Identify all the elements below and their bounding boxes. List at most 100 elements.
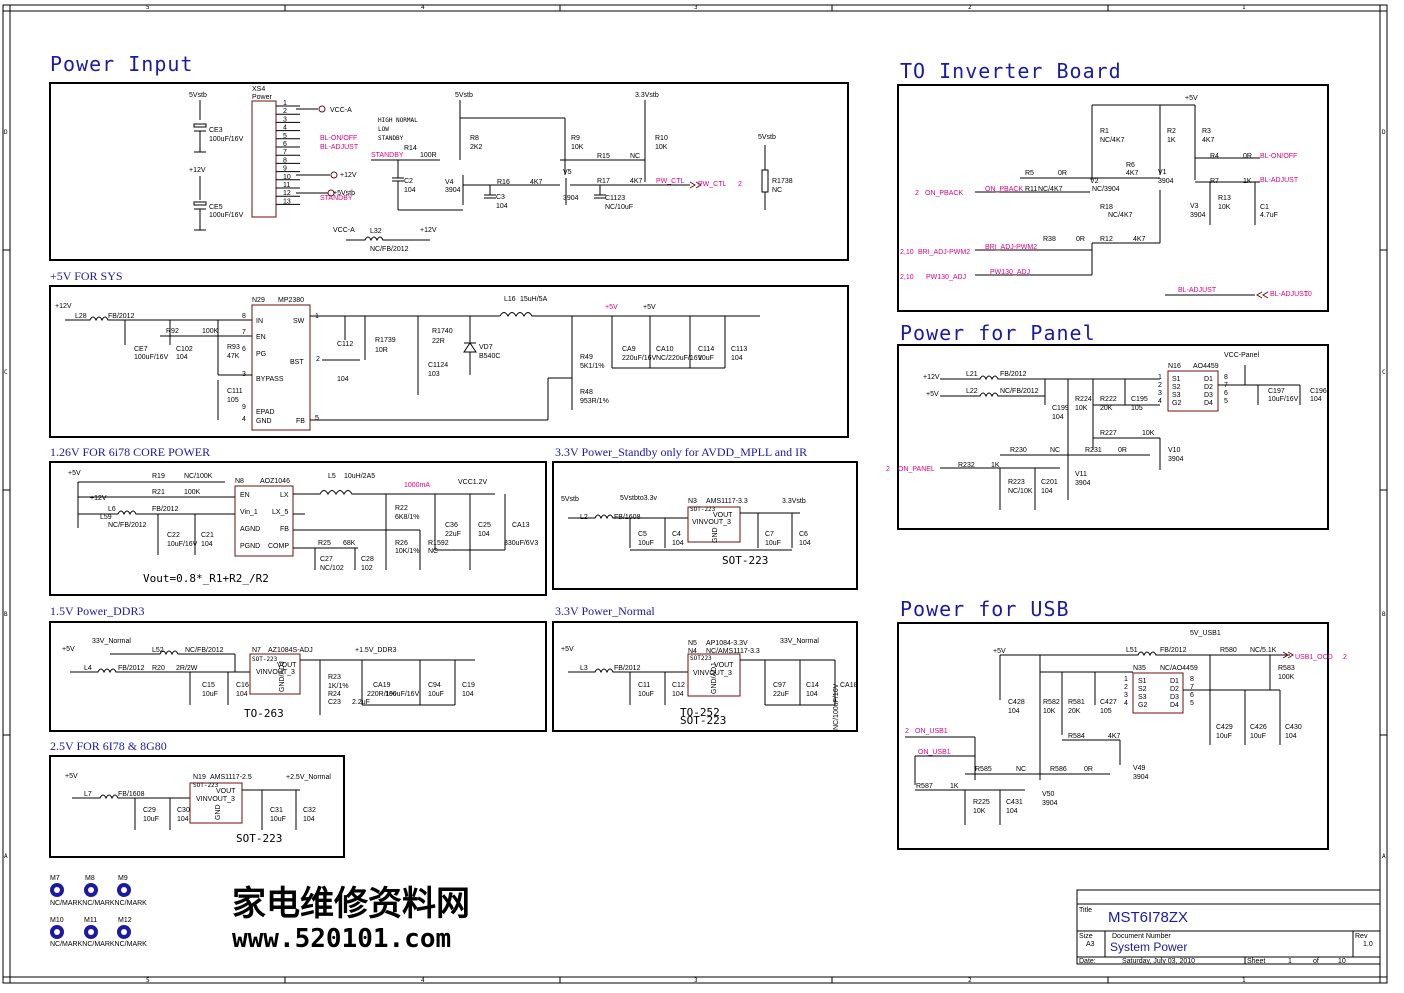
svg-text:330uF/6V3: 330uF/6V3 <box>504 540 538 547</box>
svg-text:2.2uF: 2.2uF <box>352 699 370 706</box>
svg-text:3: 3 <box>1158 390 1162 397</box>
svg-text:R20: R20 <box>152 665 165 672</box>
svg-text:20K: 20K <box>1100 405 1113 412</box>
connector-pin-number: 8 <box>283 157 287 164</box>
svg-text:BL-ADJUST: BL-ADJUST <box>320 144 359 151</box>
svg-text:R6: R6 <box>1126 162 1135 169</box>
svg-text:C4: C4 <box>672 531 681 538</box>
svg-text:SW: SW <box>293 318 305 325</box>
svg-text:M7: M7 <box>50 875 60 882</box>
svg-text:C431: C431 <box>1006 799 1023 806</box>
svg-text:100uF/16V: 100uF/16V <box>385 691 420 698</box>
svg-text:S3: S3 <box>1172 392 1181 399</box>
svg-text:8: 8 <box>1224 374 1228 381</box>
svg-text:R1739: R1739 <box>375 337 396 344</box>
section-title-core126: 1.26V FOR 6i78 CORE POWER <box>50 445 210 459</box>
svg-text:FB/2012: FB/2012 <box>108 313 135 320</box>
svg-text:C114: C114 <box>698 346 714 353</box>
svg-text:SOT-223: SOT-223 <box>690 506 716 513</box>
svg-text:953R/1%: 953R/1% <box>580 398 609 405</box>
svg-text:100K: 100K <box>184 489 201 496</box>
svg-text:3.3Vstb: 3.3Vstb <box>782 498 806 505</box>
svg-text:C32: C32 <box>303 807 316 814</box>
svg-text:R16: R16 <box>497 179 510 186</box>
svg-text:Sheet: Sheet <box>1247 958 1265 965</box>
section-title-ddr15: 1.5V Power_DDR3 <box>50 604 144 618</box>
svg-text:D1: D1 <box>1170 678 1179 685</box>
sys5v-circuit: N29 MP2380 IN EN PG BYPASS EPAD GND SW B… <box>55 296 760 431</box>
chip-n7 <box>249 653 301 695</box>
svg-text:R18: R18 <box>1100 204 1113 211</box>
svg-text:V50: V50 <box>1042 791 1055 798</box>
svg-text:ON_PBACK: ON_PBACK <box>925 190 963 197</box>
svg-text:104: 104 <box>478 531 490 538</box>
svg-text:R21: R21 <box>152 489 165 496</box>
svg-text:104: 104 <box>672 691 684 698</box>
svg-text:AMS1117-3.3: AMS1117-3.3 <box>706 498 748 505</box>
svg-text:XS4: XS4 <box>252 86 265 93</box>
svg-text:+12V: +12V <box>923 374 940 381</box>
svg-text:1: 1 <box>1288 958 1292 965</box>
row-label: A <box>4 853 8 860</box>
svg-text:VCC-A: VCC-A <box>333 227 355 234</box>
svg-text:2K2: 2K2 <box>470 144 483 151</box>
svg-text:+5Vstb: +5Vstb <box>333 190 355 197</box>
svg-text:68K: 68K <box>343 540 356 547</box>
svg-text:C197: C197 <box>1268 388 1285 395</box>
svg-text:V5: V5 <box>563 169 572 176</box>
svg-text:104: 104 <box>236 691 248 698</box>
svg-text:L21: L21 <box>966 371 978 378</box>
normal33-circuit: +5V 33V_Normal L3 FB/2012 N5 AP1084-3.3V… <box>561 638 858 730</box>
chip-n16 <box>1167 370 1219 412</box>
svg-text:IN: IN <box>256 318 263 325</box>
svg-text:R231: R231 <box>1085 447 1102 454</box>
svg-text:2: 2 <box>1158 382 1162 389</box>
svg-text:C23: C23 <box>328 699 341 706</box>
svg-text:N5: N5 <box>688 640 697 647</box>
svg-text:+5V: +5V <box>62 646 75 653</box>
svg-text:47K: 47K <box>227 353 240 360</box>
svg-text:C6: C6 <box>799 531 808 538</box>
svg-text:V10: V10 <box>1168 447 1181 454</box>
svg-text:N16: N16 <box>1168 363 1181 370</box>
col-label: 1 <box>1242 4 1246 11</box>
svg-text:LX: LX <box>280 492 289 499</box>
svg-text:2: 2 <box>1343 654 1347 661</box>
svg-text:10uF: 10uF <box>270 816 286 823</box>
svg-text:5Vstb: 5Vstb <box>758 134 776 141</box>
svg-text:BL-ADJUST: BL-ADJUST <box>1270 291 1309 298</box>
svg-text:S1: S1 <box>1138 678 1147 685</box>
svg-text:0R: 0R <box>1243 153 1252 160</box>
connector-pin-number: 10 <box>283 174 291 181</box>
ddr15-circuit: 33V_Normal +5V L52 NC/FB/2012 L4 FB/2012… <box>62 638 475 720</box>
svg-text:R222: R222 <box>1100 396 1117 403</box>
svg-text:105: 105 <box>227 397 239 404</box>
svg-text:0R: 0R <box>1058 170 1067 177</box>
svg-text:+1.5V_DDR3: +1.5V_DDR3 <box>355 647 397 654</box>
svg-text:10uF: 10uF <box>638 691 654 698</box>
normal33-block <box>552 621 858 732</box>
connector-pin-number: 6 <box>283 141 287 148</box>
svg-text:FB: FB <box>280 526 289 533</box>
svg-text:4.7uF: 4.7uF <box>1260 212 1278 219</box>
svg-text:10K: 10K <box>655 144 668 151</box>
svg-text:4: 4 <box>242 416 246 423</box>
section-title-inverter: TO Inverter Board <box>900 59 1122 83</box>
svg-text:C30: C30 <box>177 807 190 814</box>
svg-text:V11: V11 <box>1075 471 1087 478</box>
svg-text:10uF: 10uF <box>1216 733 1232 740</box>
svg-text:0R: 0R <box>1076 236 1085 243</box>
svg-text:15uH/5A: 15uH/5A <box>520 296 548 303</box>
svg-text:D2: D2 <box>1204 384 1213 391</box>
svg-text:GND/ADJ: GND/ADJ <box>711 663 718 694</box>
svg-text:10uF: 10uF <box>1250 733 1266 740</box>
svg-text:10K: 10K <box>571 144 584 151</box>
svg-text:S2: S2 <box>1172 384 1181 391</box>
svg-text:L32: L32 <box>370 228 382 235</box>
svg-text:3904: 3904 <box>1042 800 1058 807</box>
svg-text:R25: R25 <box>318 540 331 547</box>
svg-text:S1: S1 <box>1172 376 1181 383</box>
svg-text:NC: NC <box>1016 766 1026 773</box>
svg-text:100uF/16V: 100uF/16V <box>209 136 244 143</box>
svg-text:2: 2 <box>738 181 742 188</box>
